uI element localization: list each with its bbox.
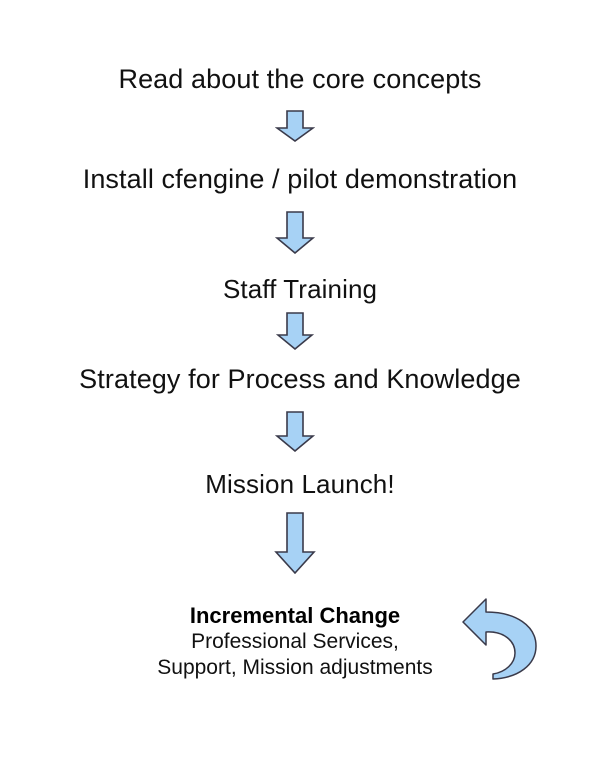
flow-step-read-about-core-concepts: Read about the core concepts xyxy=(118,64,482,94)
down-arrow-icon-3 xyxy=(276,312,314,350)
down-arrow-icon-4 xyxy=(275,411,315,452)
down-arrow-icon-1 xyxy=(275,110,315,142)
flow-step-install-cfengine-pilot: Install cfengine / pilot demonstration xyxy=(82,164,518,194)
final-outcome-block: Incremental Change Professional Services… xyxy=(0,602,600,681)
circular-arrow-icon xyxy=(460,595,542,686)
final-line-2: Support, Mission adjustments xyxy=(157,656,433,679)
final-heading: Incremental Change xyxy=(189,603,401,628)
down-arrow-icon-2 xyxy=(275,211,315,254)
flow-step-staff-training: Staff Training xyxy=(222,274,378,304)
down-arrow-icon-5 xyxy=(274,512,316,574)
final-line-1: Professional Services, xyxy=(191,630,399,653)
flow-step-mission-launch: Mission Launch! xyxy=(205,469,395,499)
flow-step-strategy-process-knowledge: Strategy for Process and Knowledge xyxy=(79,364,521,394)
